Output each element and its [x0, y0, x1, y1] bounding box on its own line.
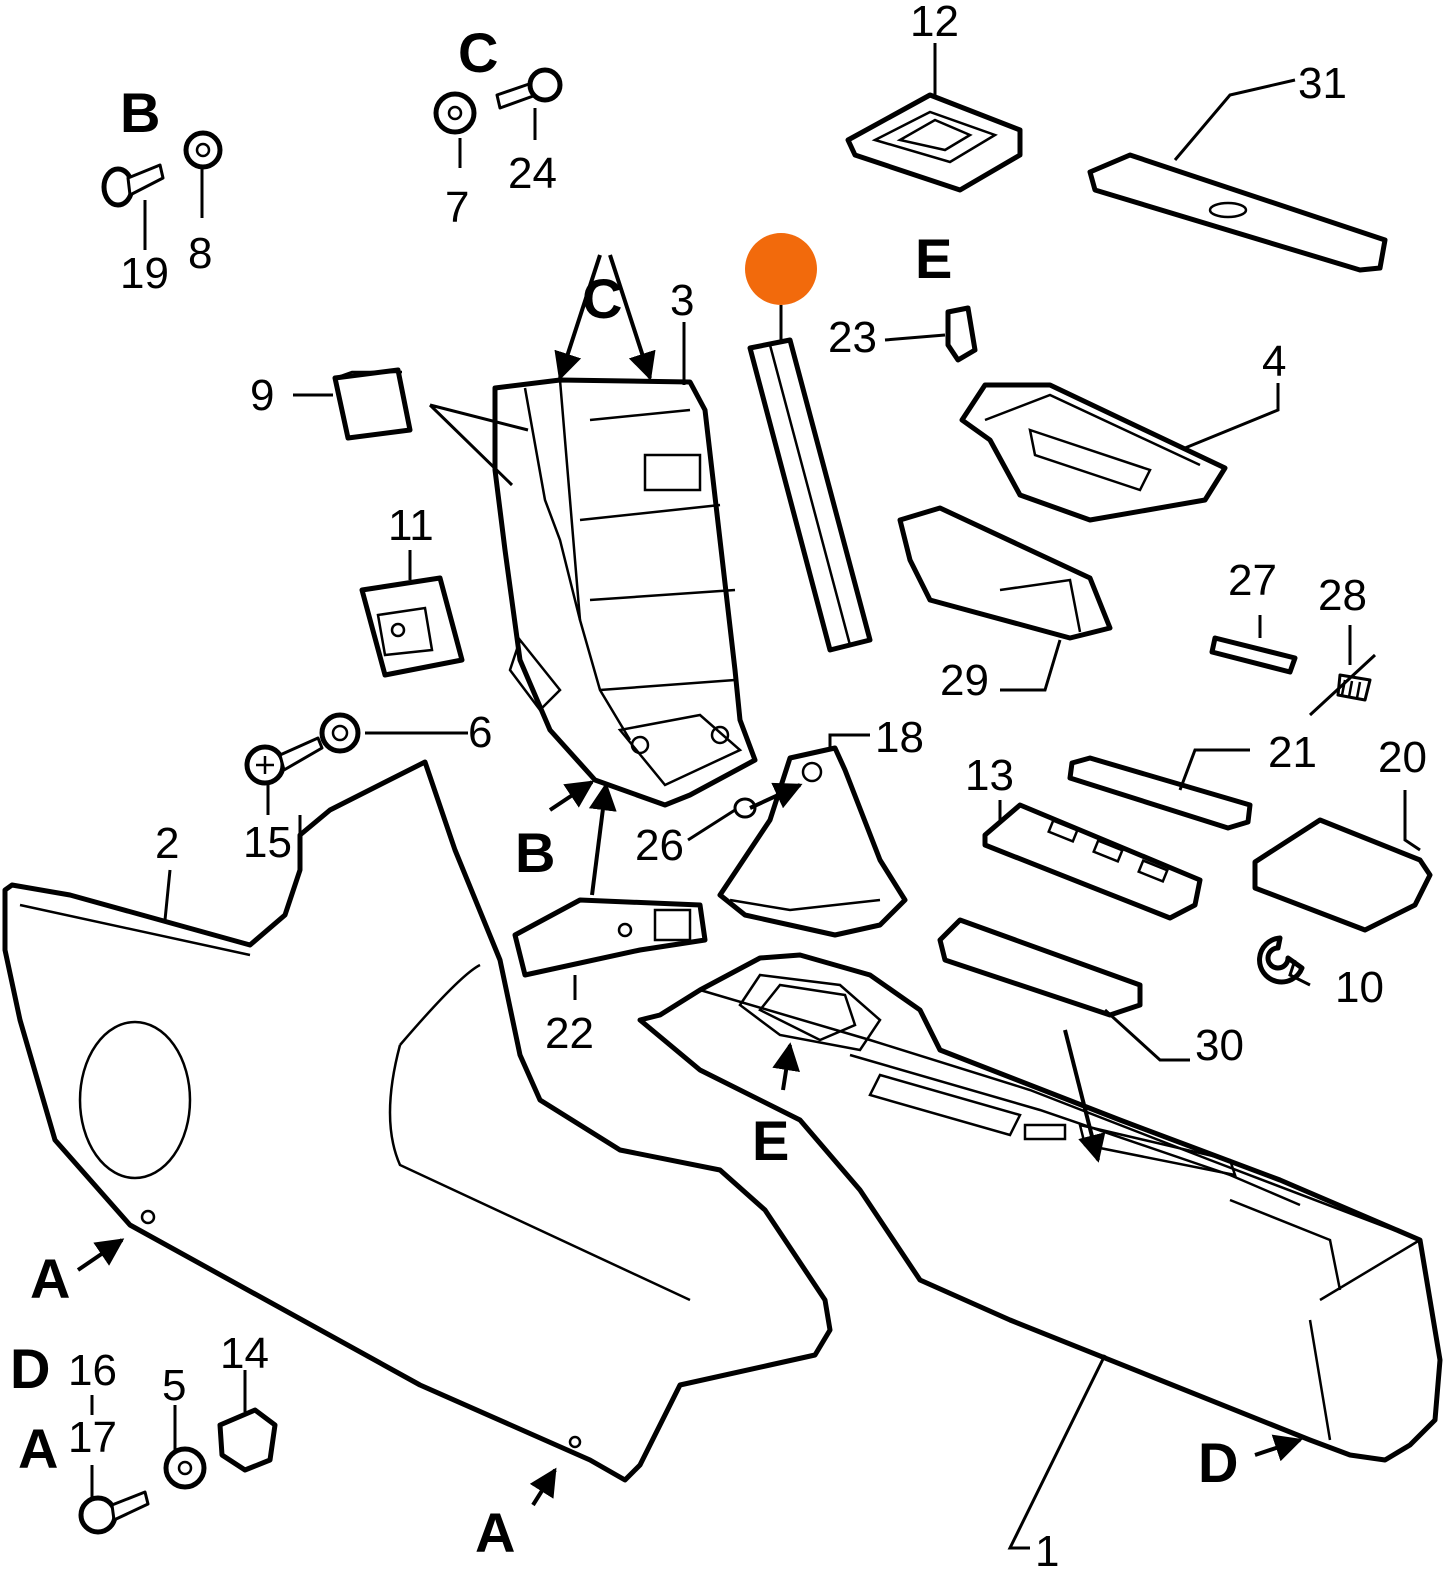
- part-1-center-console[interactable]: [637, 952, 1443, 1463]
- label-letter-e-top: E: [915, 227, 952, 290]
- label-letter-d-right: D: [1198, 1431, 1238, 1494]
- label-letter-e-bottom: E: [752, 1109, 789, 1172]
- part-4-gear-indicator[interactable]: [959, 382, 1228, 523]
- part-15-screw[interactable]: [244, 736, 324, 786]
- label-part-16: 16: [68, 1346, 117, 1395]
- label-part-31: 31: [1298, 59, 1347, 108]
- label-part-7: 7: [445, 183, 469, 232]
- part-22-switch-housing[interactable]: [512, 897, 708, 978]
- label-part-18: 18: [875, 713, 924, 762]
- part-6-nut[interactable]: [319, 712, 361, 754]
- part-10-clip[interactable]: [1257, 935, 1305, 985]
- part-number-labels: 1 2 3 4 5 6 7 8 9 10 11 12 13 14 15 16 1…: [68, 0, 1427, 1569]
- label-part-24: 24: [508, 149, 557, 198]
- label-part-8: 8: [188, 229, 212, 278]
- label-letter-c-mid: C: [582, 267, 622, 330]
- label-letter-a-left: A: [30, 1247, 70, 1310]
- part-31-trim-strip[interactable]: [1087, 152, 1388, 273]
- label-part-13: 13: [965, 751, 1014, 800]
- label-part-6: 6: [468, 708, 492, 757]
- highlight-marker: [745, 233, 817, 340]
- part-8-washer[interactable]: [183, 130, 223, 170]
- label-part-23: 23: [828, 313, 877, 362]
- leader-lines: [90, 43, 1421, 1550]
- part-2-side-panel[interactable]: [2, 759, 833, 1483]
- label-part-12: 12: [910, 0, 959, 46]
- part-19-screw[interactable]: [101, 163, 165, 208]
- part-30-tray[interactable]: [937, 917, 1143, 1018]
- part-3-bracket[interactable]: [492, 377, 758, 808]
- label-part-27: 27: [1228, 556, 1277, 605]
- label-part-2: 2: [155, 819, 179, 868]
- part-20-ashtray-cover[interactable]: [1252, 817, 1433, 933]
- label-part-9: 9: [250, 371, 274, 420]
- label-part-1: 1: [1035, 1527, 1059, 1569]
- arrows: [76, 254, 1303, 1507]
- label-letter-b-mid: B: [515, 821, 555, 884]
- label-part-30: 30: [1195, 1021, 1244, 1070]
- label-part-26: 26: [635, 821, 684, 870]
- part-24-screw[interactable]: [495, 67, 563, 110]
- part-21-lamp-holder[interactable]: [1067, 755, 1253, 831]
- label-letter-a-bottom-left: A: [18, 1417, 58, 1480]
- part-12-boot-frame[interactable]: [845, 92, 1023, 193]
- part-29-lid[interactable]: [897, 505, 1113, 641]
- label-part-17: 17: [68, 1413, 117, 1462]
- label-part-3: 3: [670, 276, 694, 325]
- label-part-11: 11: [388, 501, 434, 550]
- part-17-screw[interactable]: [78, 1490, 150, 1535]
- part-11-bracket[interactable]: [359, 575, 465, 678]
- part-highlighted-trim-strip[interactable]: [747, 337, 873, 653]
- part-14-clip-nut[interactable]: [217, 1407, 278, 1473]
- label-part-19: 19: [120, 249, 169, 298]
- label-part-5: 5: [162, 1361, 186, 1410]
- label-letter-d-left: D: [10, 1337, 50, 1400]
- label-letter-b-top: B: [120, 81, 160, 144]
- part-5-washer[interactable]: [163, 1446, 207, 1490]
- label-part-15: 15: [243, 818, 292, 867]
- part-18-gear-boot[interactable]: [717, 745, 908, 938]
- label-part-20: 20: [1378, 733, 1427, 782]
- part-26-o-ring[interactable]: [733, 797, 757, 819]
- letter-labels: A A A B B C C D D E E: [10, 21, 1238, 1564]
- label-letter-a-bottom: A: [475, 1501, 515, 1564]
- label-part-29: 29: [940, 656, 989, 705]
- label-part-10: 10: [1335, 963, 1384, 1012]
- part-23-bulb[interactable]: [945, 305, 978, 363]
- label-part-4: 4: [1262, 337, 1286, 386]
- part-9-switch-cover[interactable]: [332, 367, 413, 441]
- part-28-spring[interactable]: [1336, 673, 1372, 702]
- label-letter-c-top: C: [458, 21, 498, 84]
- label-part-22: 22: [545, 1009, 594, 1058]
- part-7-washer[interactable]: [433, 91, 477, 135]
- label-part-14: 14: [220, 1329, 269, 1378]
- part-13-switch-panel[interactable]: [982, 802, 1203, 921]
- part-27-pin[interactable]: [1209, 635, 1298, 675]
- label-part-28: 28: [1318, 571, 1367, 620]
- label-part-21: 21: [1268, 728, 1317, 777]
